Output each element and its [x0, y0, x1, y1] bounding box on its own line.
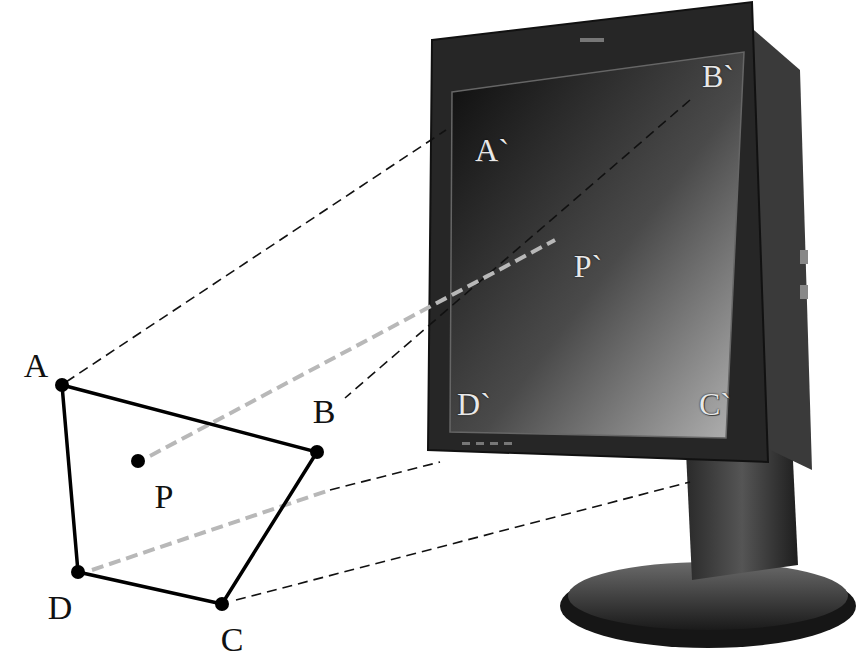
point-label: C`: [699, 388, 731, 420]
point-label: A`: [475, 134, 509, 166]
monitor-bezel: [428, 2, 768, 462]
point-label: D: [48, 591, 73, 625]
point-label: C: [221, 623, 244, 657]
corner-dots: [55, 378, 324, 611]
monitor-screen: [450, 52, 744, 438]
projection-lines: [66, 100, 690, 600]
port: [800, 285, 808, 299]
point-label: B: [313, 395, 336, 429]
port: [800, 250, 808, 264]
quadrilateral: [62, 385, 317, 604]
buttons: [462, 442, 512, 445]
projection-lines-grey: [92, 240, 555, 570]
point-label: P`: [574, 250, 602, 282]
logo: [580, 38, 604, 42]
point-label: D`: [457, 388, 491, 420]
point-label: B`: [702, 60, 734, 92]
point-label: A: [24, 349, 49, 383]
point-label: P: [155, 480, 174, 514]
